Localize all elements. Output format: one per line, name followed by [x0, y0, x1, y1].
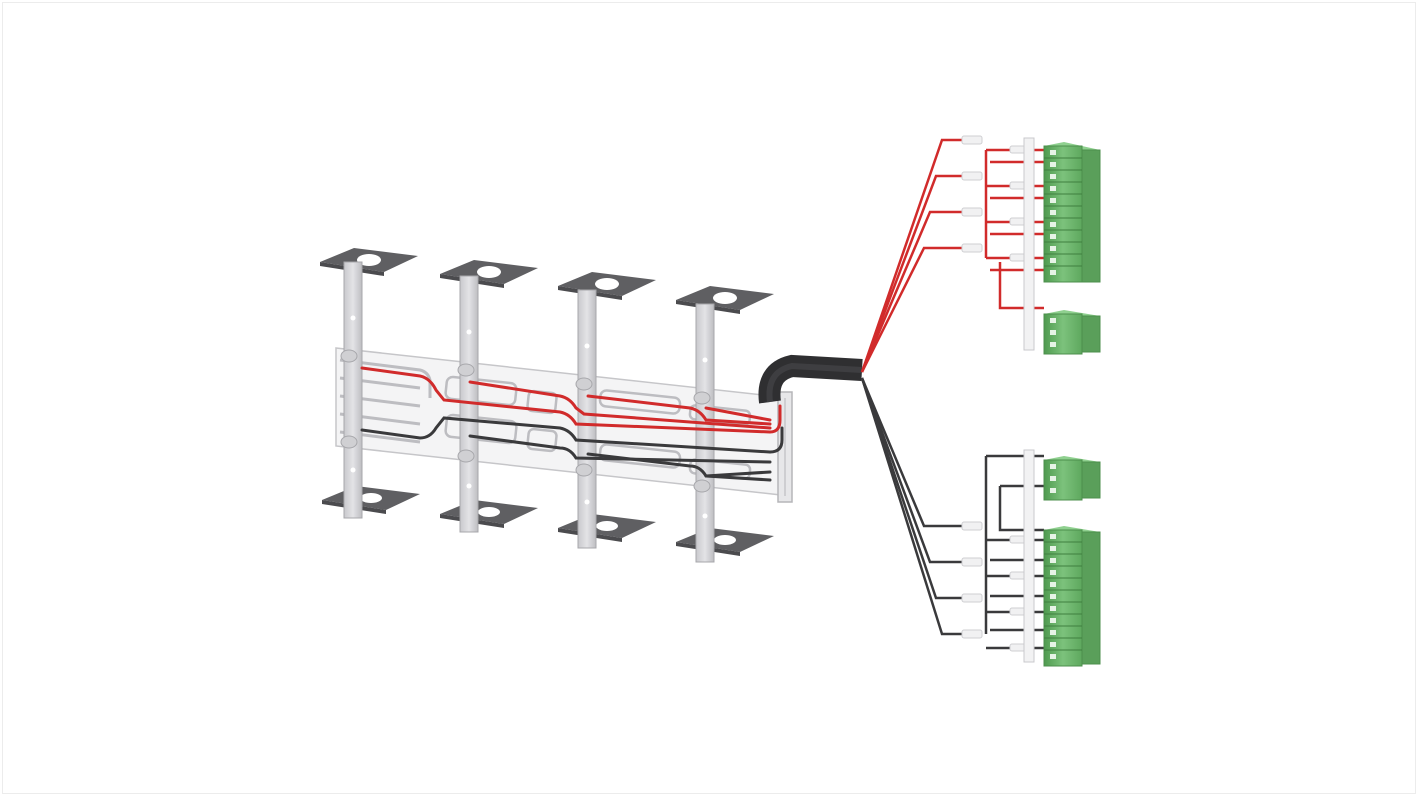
busbar-1: [340, 261, 363, 519]
mounting-plate-bottom-2: [440, 500, 538, 528]
red-wire-ferrules: [961, 135, 1027, 262]
black-wire-ferrules: [961, 521, 1027, 652]
mounting-plate-top-4: [676, 286, 774, 314]
mounting-plate-top-3: [558, 272, 656, 300]
mounting-plate-top-1: [320, 248, 418, 276]
busbars: [340, 261, 715, 563]
wire-guide-rails: [1023, 137, 1035, 663]
terminal-block-red-large: [1043, 142, 1101, 283]
mounting-plate-bottom-4: [676, 528, 774, 556]
busbar-3: [575, 289, 597, 549]
black-wires-carrier: [360, 416, 784, 482]
terminal-block-black-large: [1043, 526, 1101, 667]
mounting-plate-top-2: [440, 260, 538, 288]
terminal-block-black-small: [1043, 456, 1101, 501]
mounting-plate-bottom-1: [322, 486, 420, 514]
cable-sleeve: [758, 354, 863, 404]
terminal-block-red-small: [1043, 310, 1101, 355]
busbar-4: [693, 303, 715, 563]
mounting-plate-bottom-3: [558, 514, 656, 542]
red-wires-carrier: [360, 366, 782, 434]
